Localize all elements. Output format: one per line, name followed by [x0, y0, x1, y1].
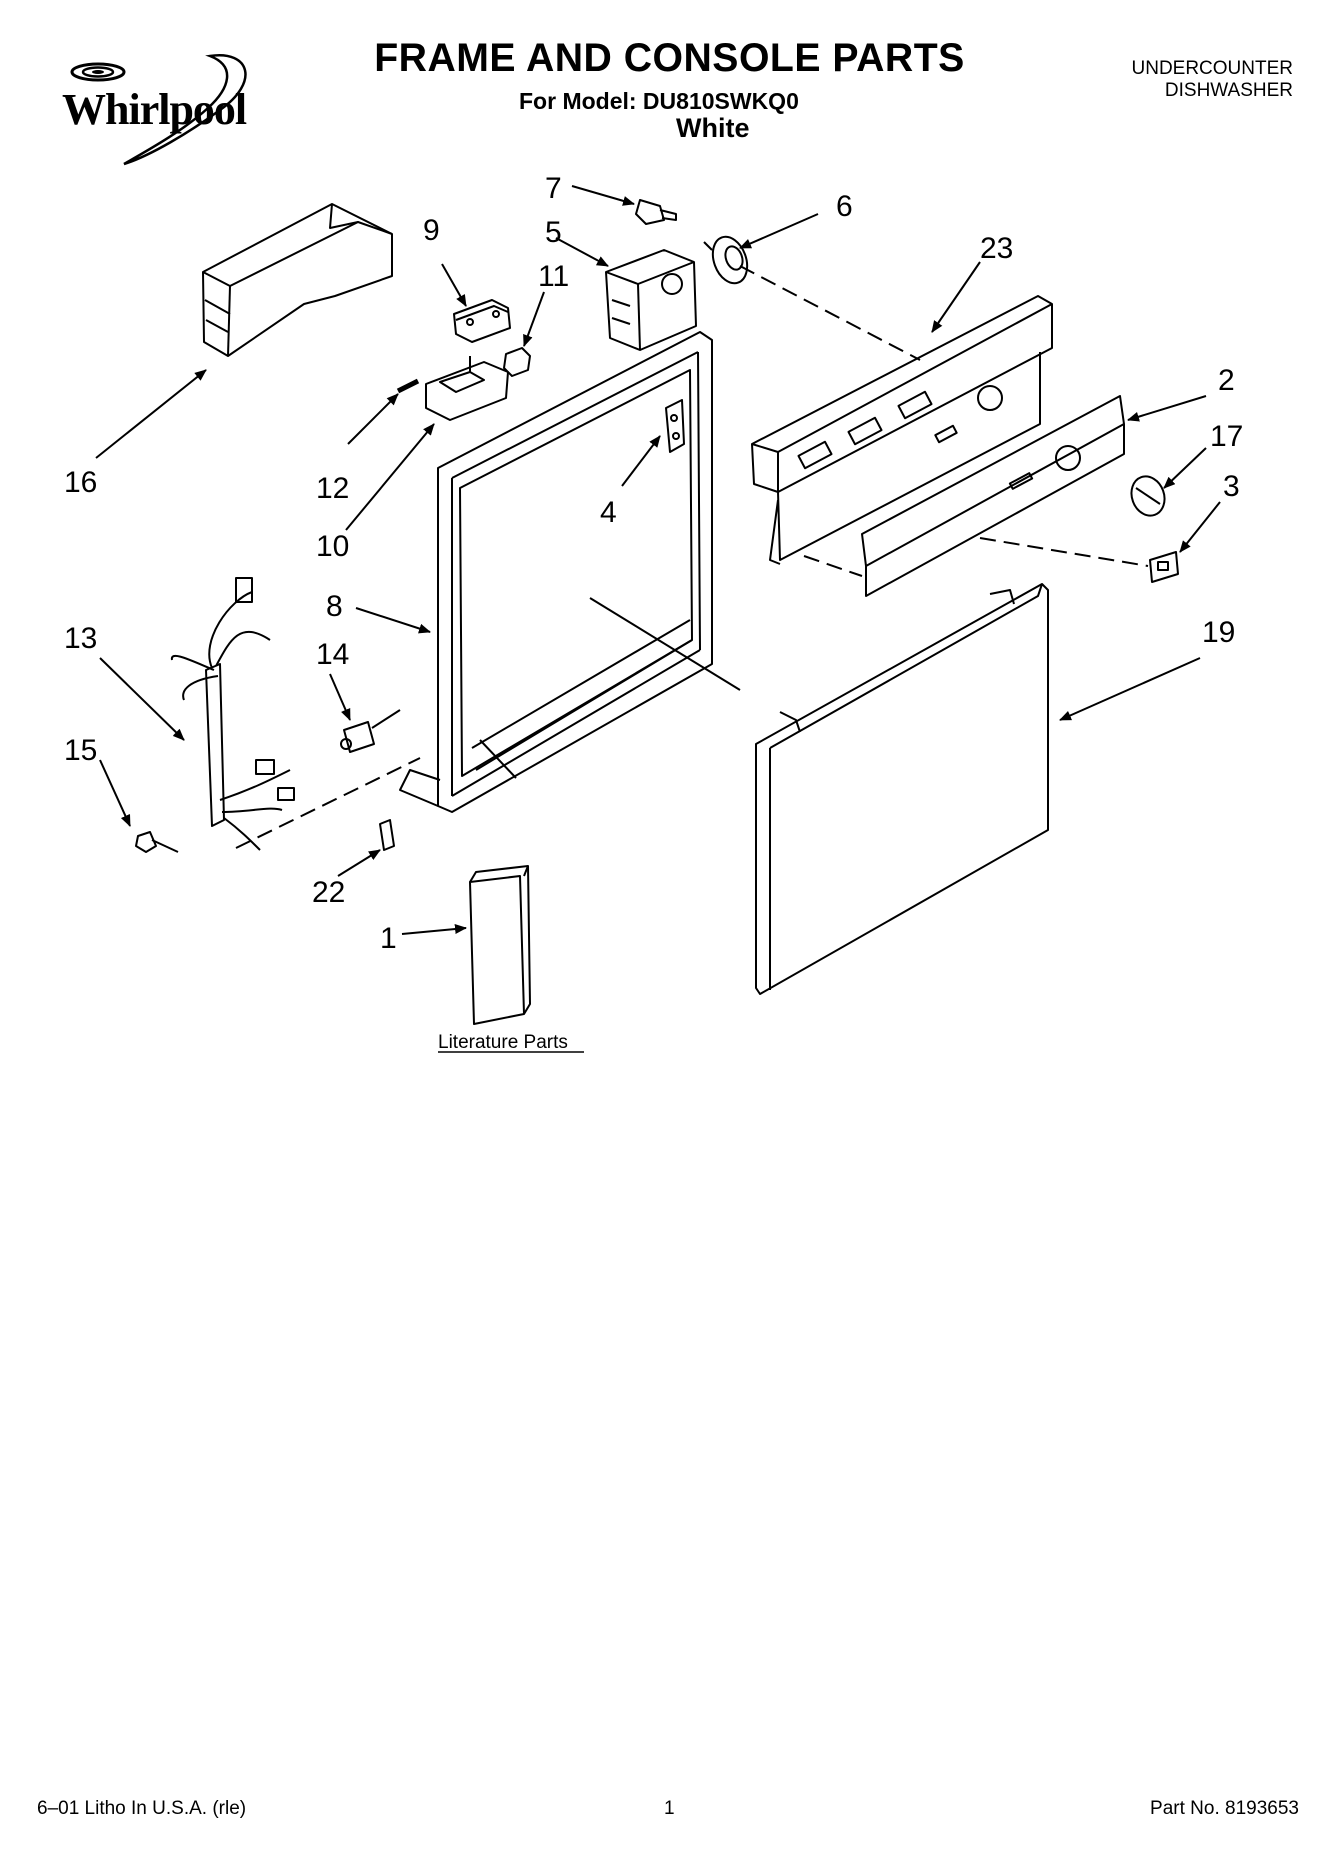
part-8-frame	[399, 331, 713, 813]
appliance-type-line1: UNDERCOUNTER	[1131, 58, 1294, 79]
part-23-console	[751, 295, 1053, 565]
callout-1: 1	[380, 922, 397, 955]
callout-17: 17	[1210, 420, 1243, 453]
literature-parts-label: Literature Parts	[438, 1032, 568, 1053]
footer-part-number: Part No. 8193653	[1150, 1798, 1299, 1819]
part-6-dial	[703, 235, 749, 285]
part-2-overlay	[861, 395, 1125, 597]
footer-print-info: 6–01 Litho In U.S.A. (rle)	[37, 1798, 247, 1819]
callout-12: 12	[316, 472, 349, 505]
callout-11: 11	[538, 260, 569, 293]
part-9-switch	[453, 299, 511, 343]
callout-16: 16	[64, 466, 97, 499]
color-label: White	[676, 113, 750, 143]
part-3-clip	[1149, 551, 1179, 583]
callout-6: 6	[836, 190, 853, 223]
callout-13: 13	[64, 622, 97, 655]
whirlpool-logo	[70, 54, 247, 166]
callout-8: 8	[326, 590, 343, 623]
callout-23: 23	[980, 232, 1013, 265]
callout-10: 10	[316, 530, 349, 563]
part-11-small-switch	[503, 347, 531, 377]
part-4-latch	[665, 399, 685, 453]
brand-wordmark: Whirlpool	[62, 85, 247, 134]
part-15-screw	[135, 831, 179, 853]
part-22-clip	[379, 819, 395, 851]
page-title: FRAME AND CONSOLE PARTS	[374, 36, 965, 80]
part-5-timer	[605, 249, 697, 351]
part-19-door-panel	[755, 583, 1049, 995]
callout-5: 5	[545, 216, 562, 249]
footer-page-number: 1	[664, 1798, 675, 1819]
callout-9: 9	[423, 214, 440, 247]
part-16-insulation-cover	[202, 203, 393, 357]
callout-14: 14	[316, 638, 349, 671]
part-7-screw	[635, 199, 677, 225]
callout-7: 7	[545, 172, 562, 205]
callout-4: 4	[600, 496, 617, 529]
title-block: FRAME AND CONSOLE PARTS	[0, 36, 1339, 81]
part-12-strip	[396, 378, 420, 394]
part-1-literature	[469, 865, 531, 1025]
model-line: For Model: DU810SWKQ0	[519, 88, 799, 114]
part-14-switch	[340, 709, 401, 753]
appliance-type: UNDERCOUNTER DISHWASHER	[1132, 58, 1294, 102]
callout-2: 2	[1218, 364, 1235, 397]
part-13-wire-harness	[170, 577, 295, 851]
callout-3: 3	[1223, 470, 1240, 503]
callout-15: 15	[64, 734, 97, 767]
part-17-knob	[1130, 475, 1166, 517]
appliance-type-line2: DISHWASHER	[1164, 80, 1293, 101]
callout-22: 22	[312, 876, 345, 909]
part-10-bracket	[425, 356, 509, 421]
callout-19: 19	[1202, 616, 1235, 649]
